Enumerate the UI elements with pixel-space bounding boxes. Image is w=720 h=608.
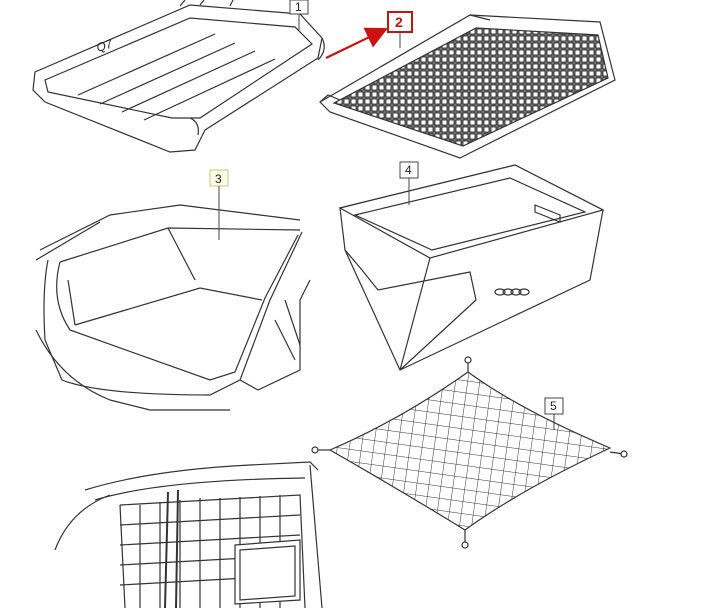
svg-text:1: 1 [295,0,302,14]
part-label-3: 3 [209,169,229,240]
part-4-storage-box [338,164,605,371]
part-label-1: 1 [289,0,309,30]
svg-text:4: 4 [405,163,412,177]
part-label-2: 2 [387,11,413,48]
svg-text:3: 3 [215,172,222,186]
part-label-4: 4 [399,161,419,205]
tray-marking: Q7 [95,36,116,55]
part-1-tray [32,0,325,153]
part-2-mesh-tray [319,14,616,159]
highlight-arrow [325,27,388,59]
part-3-boot-liner [35,204,311,411]
part-label-5: 5 [544,397,564,430]
svg-text:5: 5 [550,399,557,413]
part-5-cargo-net [311,356,628,549]
svg-text:2: 2 [395,14,403,30]
partition-grille-car [54,461,323,608]
